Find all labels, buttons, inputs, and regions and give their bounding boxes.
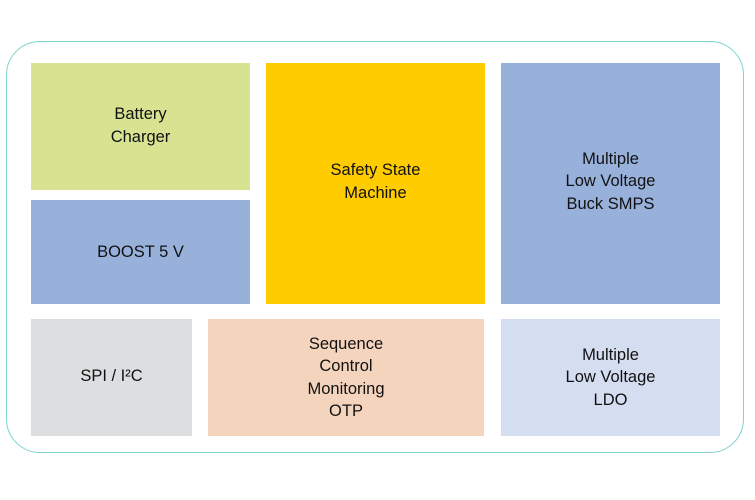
safety-state-machine-line-1: Safety State: [330, 161, 421, 179]
battery-charger-line-2: Charger: [110, 127, 171, 146]
ldo-label: Multiple Low Voltage LDO: [566, 344, 656, 412]
safety-state-machine-block: Safety State Machine: [266, 63, 485, 304]
buck-smps-line-2: Low Voltage: [565, 172, 656, 191]
sequence-control-label: Sequence Control Monitoring OTP: [307, 333, 384, 423]
ldo-block: Multiple Low Voltage LDO: [501, 319, 720, 436]
ldo-line-1: Multiple: [582, 345, 639, 364]
sequence-control-line-3: Monitoring: [307, 379, 385, 398]
sequence-control-block: Sequence Control Monitoring OTP: [208, 319, 484, 436]
buck-smps-line-3: Buck SMPS: [566, 194, 655, 213]
buck-smps-line-1: Multiple: [582, 149, 639, 168]
battery-charger-block: Battery Charger: [31, 63, 250, 190]
boost-label: BOOST 5 V: [97, 241, 184, 264]
buck-smps-block: Multiple Low Voltage Buck SMPS: [501, 63, 720, 304]
boost-line-1: BOOST 5 V: [97, 242, 184, 261]
boost-block: BOOST 5 V: [31, 200, 250, 304]
ldo-line-3: LDO: [593, 390, 628, 409]
spi-i2c-label: SPI / I²C: [80, 365, 142, 388]
spi-i2c-block: SPI / I²C: [31, 319, 192, 436]
battery-charger-label: Battery Charger: [111, 103, 171, 148]
battery-charger-line-1: Battery: [114, 105, 167, 123]
safety-state-machine-label: Safety State Machine: [331, 159, 421, 204]
sequence-control-line-1: Sequence: [308, 334, 384, 353]
spi-i2c-line-1: SPI / I²C: [80, 367, 143, 386]
buck-smps-label: Multiple Low Voltage Buck SMPS: [566, 148, 656, 216]
sequence-control-line-4: OTP: [329, 402, 363, 420]
ldo-line-2: Low Voltage: [565, 368, 656, 387]
sequence-control-line-2: Control: [319, 357, 373, 375]
safety-state-machine-line-2: Machine: [344, 183, 407, 202]
